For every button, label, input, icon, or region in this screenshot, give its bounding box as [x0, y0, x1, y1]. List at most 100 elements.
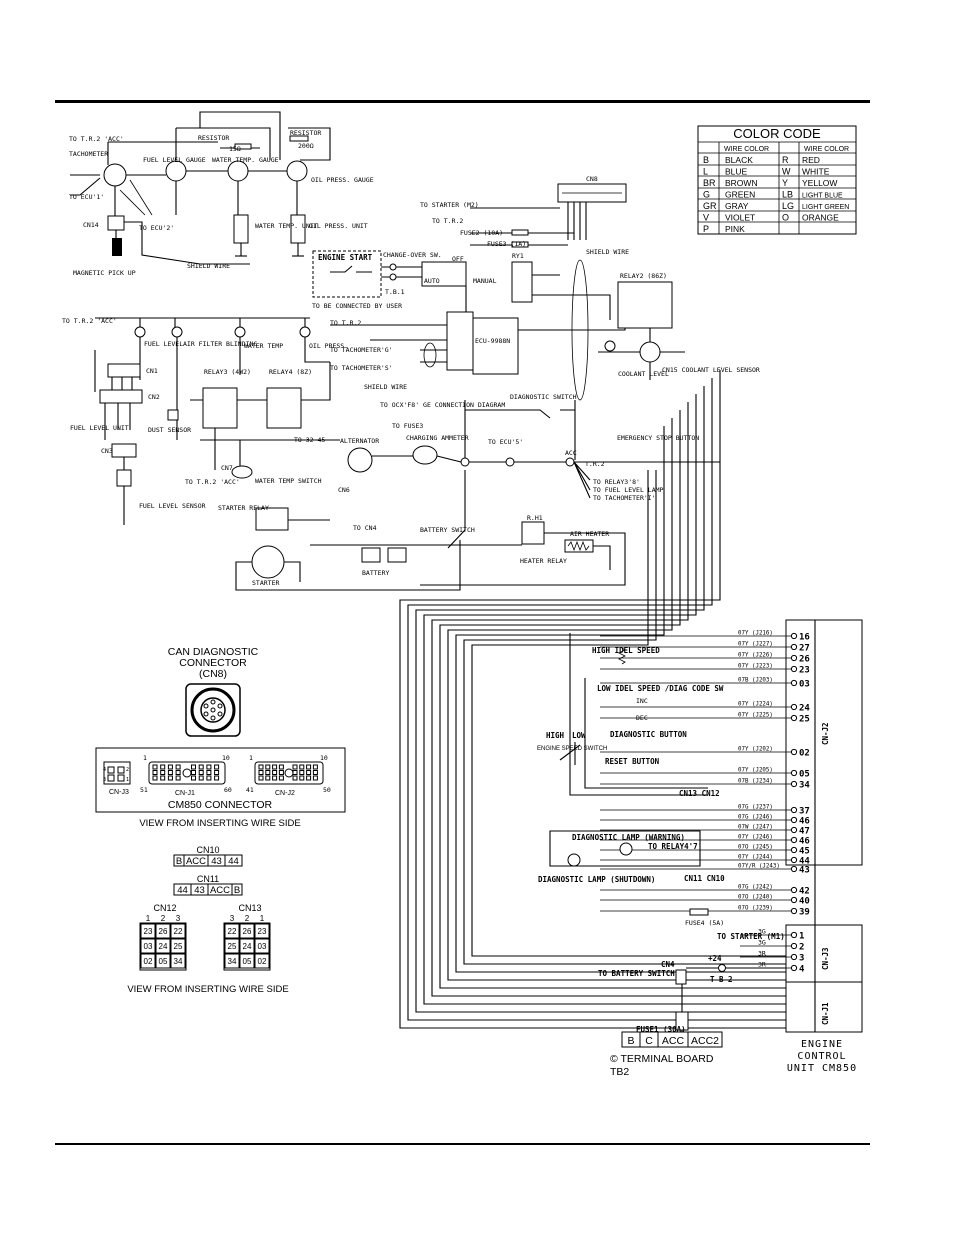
pin-hole: [206, 764, 212, 770]
j3-terminal-icon: [790, 953, 798, 961]
j2-wire-label: 07O (J245): [738, 845, 773, 851]
can-connector-block: CAN DIAGNOSTIC CONNECTOR (CN8): [168, 646, 259, 737]
cnj2-pin50: 50: [323, 786, 331, 794]
cn10-cell-label: ACC: [186, 856, 206, 867]
color-code-abbr: BR: [703, 178, 716, 188]
pin-hole: [299, 764, 305, 770]
cn13-cell: [224, 938, 240, 954]
cn12-cell: [155, 953, 171, 969]
j2-wire-label: 07Y/R (J243): [738, 864, 780, 870]
resistor2-value: 200Ω: [298, 142, 314, 150]
rh1-label: R.H1: [527, 514, 543, 522]
j2-pin-number: 42: [799, 887, 810, 897]
tb2-board-cell-label: ACC2: [691, 1035, 719, 1047]
pin-hole: [214, 775, 220, 781]
diag-lamp-warning-label: DIAGNOSTIC LAMP (WARNING): [572, 833, 685, 842]
j2-pin-number: 45: [799, 847, 810, 857]
inc-label: INC: [636, 697, 648, 705]
to-tachometer-g-label: TO TACHOMETER'G': [330, 346, 393, 354]
tb2-board-label2: TB2: [610, 1066, 629, 1078]
pin-hole: [191, 764, 196, 770]
cn13-cell: [224, 923, 240, 939]
pin-hole: [167, 770, 173, 775]
water-temp-lamp-icon: [234, 326, 246, 338]
tr2-label: T.R.2: [585, 460, 605, 468]
color-code-name: YELLOW: [802, 178, 837, 188]
diag-lamp-shutdown-label: DIAGNOSTIC LAMP (SHUTDOWN): [538, 875, 655, 884]
cn13-pin-number: 1: [260, 914, 265, 923]
cn4-label: CN4: [661, 960, 675, 969]
fuse2-label: FUSE2 (10A): [460, 229, 503, 237]
fuse3-label: FUSE3 (1A): [487, 240, 526, 248]
pin-hole: [152, 770, 158, 775]
cn-j1-block: [785, 981, 863, 1033]
to-fuel-lamp-label: TO FUEL LEVEL LAMP: [593, 486, 664, 494]
color-code-name: BLUE: [725, 167, 748, 177]
j2-wire-label: 07Y (J226): [738, 653, 773, 659]
j3-pin-2: 2: [126, 767, 129, 773]
color-code-abbr: R: [782, 155, 789, 165]
pin-hole: [306, 775, 312, 781]
cn12-pin-number: 1: [146, 914, 151, 923]
j2-wire-label: 07Y (J224): [738, 702, 773, 708]
dec-label: DEC: [636, 714, 648, 722]
starter-motor-icon: [251, 545, 285, 579]
wire-color-header-left: WIRE COLOR: [724, 146, 769, 153]
magnetic-pickup-label: MAGNETIC PICK UP: [73, 269, 136, 277]
reset-button-label: RESET BUTTON: [605, 757, 660, 766]
water-temp-switch-icon: [231, 465, 253, 479]
relay4-label: RELAY4 (8Z): [269, 368, 312, 376]
cnj1-pin51: 51: [140, 786, 148, 794]
water-temp-gauge-label: WATER TEMP. GAUGE: [212, 156, 279, 164]
cnj2-pin41: 41: [246, 786, 254, 794]
diagnostic-switch-label: DIAGNOSTIC SWITCH: [510, 393, 577, 401]
pin-hole: [306, 764, 312, 770]
cn2-connector-icon: [99, 389, 143, 404]
j2-wire-label: 07Y (J246): [738, 835, 773, 841]
j2-pin-number: 37: [799, 807, 810, 817]
diag-lamp-shutdown-icon: [567, 853, 581, 867]
cn11-cn10-label: CN11 CN10: [684, 874, 725, 883]
j3-pin-number: 3: [799, 954, 804, 964]
cn13-cell-label: 03: [258, 942, 267, 951]
fuse4-label: FUSE4 (5A): [685, 919, 724, 927]
j2-pin-number: 16: [799, 633, 810, 643]
j2-wire-label: 07G (J237): [738, 805, 773, 811]
pin-hole: [258, 775, 264, 781]
to-tach-i-label: TO TACHOMETER'I': [593, 494, 656, 502]
color-code-abbr: V: [703, 213, 709, 223]
pin-hole: [265, 770, 271, 775]
off-label: OFF: [452, 255, 464, 263]
cn6-label: CN6: [338, 486, 350, 494]
ecu-label-line1: ENGINE: [801, 1039, 843, 1050]
to-ecu2-label: TO ECU'2': [139, 224, 174, 232]
to-tachometer-s-label: TO TACHOMETER'S': [330, 364, 393, 372]
oil-press-unit-label: OIL PRESS. UNIT: [309, 222, 368, 230]
fuel-level-sensor-connector-icon: [116, 469, 132, 487]
cn14-connector-icon: [107, 215, 125, 231]
to-cn4-label: TO CN4: [353, 524, 377, 532]
color-code-abbr: O: [782, 213, 789, 223]
magnetic-pickup-icon: [112, 238, 122, 256]
cn-j2-label: CN-J2: [821, 722, 830, 745]
j2-terminal-icon: [790, 816, 798, 824]
j2-wire-label: 07Y (J202): [738, 747, 773, 753]
tb2-board-cell-label: B: [627, 1035, 634, 1047]
ecu-section: CN8 TO STARTER (M2) TO T.R.2 FUSE3 (1A) …: [312, 175, 760, 401]
pin-hole: [167, 775, 173, 781]
ecu-label-line3: UNIT CM850: [787, 1063, 857, 1074]
battery1-icon: [361, 547, 381, 563]
mid-shield-wire-label: SHIELD WIRE: [364, 383, 407, 391]
relay2-label: RELAY2 (86Z): [620, 272, 667, 280]
cn13-cell-label: 22: [228, 927, 237, 936]
coolant-level-label: COOLANT LEVEL: [618, 370, 669, 378]
emergency-stop-label: EMERGENCY STOP BUTTON: [617, 434, 699, 442]
color-code-abbr: LG: [782, 201, 794, 211]
cn13-cell-label: 23: [258, 927, 267, 936]
starter-relay-icon: [255, 507, 289, 531]
cn12-cell-label: 03: [144, 942, 153, 951]
pin-hole: [198, 775, 204, 781]
j2-wire-label: 07G (J242): [738, 885, 773, 891]
battery-label: BATTERY: [362, 569, 389, 577]
